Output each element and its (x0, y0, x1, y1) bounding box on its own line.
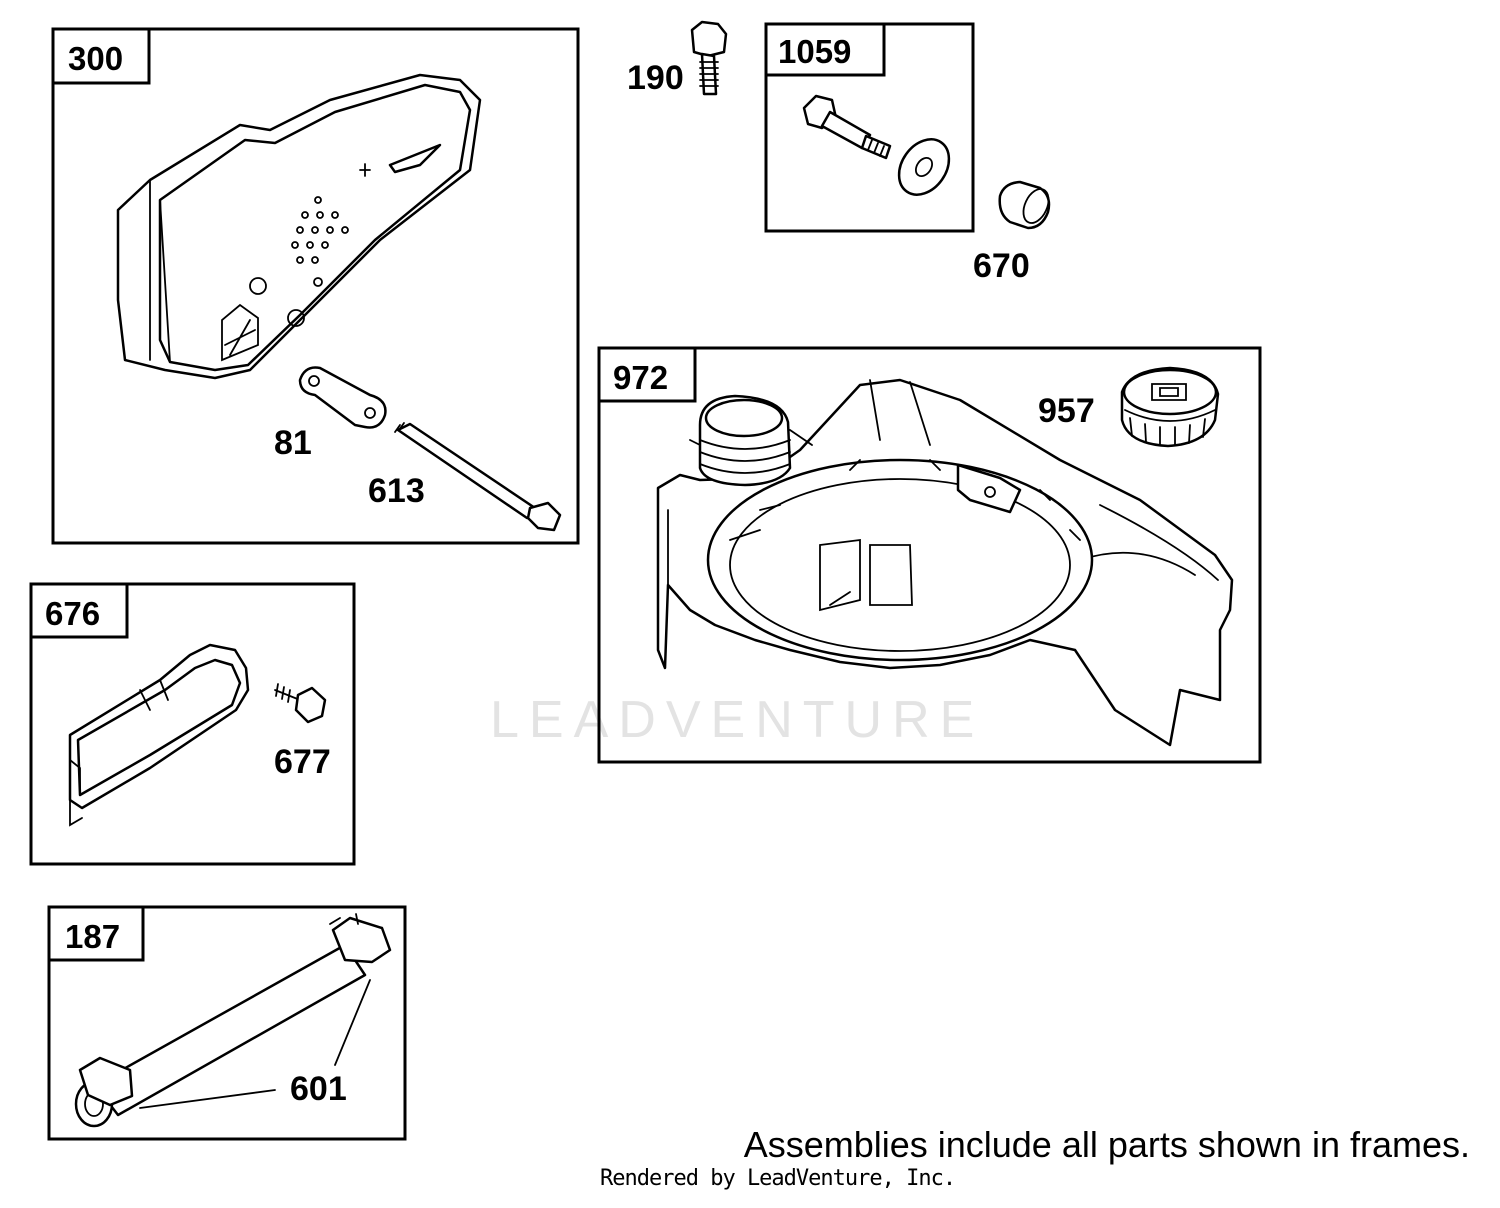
assembly-note: Assemblies include all parts shown in fr… (743, 1124, 1470, 1165)
gasket (298, 366, 387, 429)
fuel-line: 601 (74, 913, 392, 1128)
callout-613: 613 (368, 472, 425, 510)
frame-300-label: 300 (68, 40, 123, 77)
callout-601: 601 (290, 1070, 347, 1108)
frame-972-border (597, 346, 1262, 764)
frame-676-tag (29, 582, 129, 639)
washer (897, 138, 951, 196)
frame-187-tag (47, 905, 145, 962)
frame-676-border (29, 582, 356, 866)
frame-300: 300 (51, 27, 580, 545)
callout-677: 677 (274, 743, 331, 781)
frame-300-tag (51, 27, 151, 85)
watermark: LEADVENTURE (490, 691, 984, 749)
callout-957: 957 (1038, 392, 1095, 430)
frame-972-label: 972 (613, 359, 668, 396)
frame-972: 972 957 (597, 346, 1262, 764)
shoulder-bolt (802, 94, 892, 160)
frame-300-border (51, 27, 580, 545)
muffler (116, 73, 482, 380)
frame-1059: 1059 (764, 22, 975, 233)
frame-676: 676 677 (29, 582, 356, 866)
frame-187-border (47, 905, 407, 1141)
screw-677: 677 (274, 683, 331, 781)
fuel-cap: 957 (1038, 366, 1220, 448)
frame-1059-tag (764, 22, 886, 77)
frame-1059-label: 1059 (778, 33, 851, 70)
callout-670: 670 (973, 247, 1030, 285)
callout-81: 81 (274, 424, 312, 462)
fuel-tank (656, 378, 1234, 747)
frame-187-label: 187 (65, 918, 120, 955)
frame-676-label: 676 (45, 595, 100, 632)
muffler-guard (68, 643, 250, 827)
spacer-670: 670 (973, 180, 1051, 285)
callout-190: 190 (627, 59, 684, 97)
screw-190: 190 (627, 20, 728, 97)
frame-972-tag (597, 346, 697, 403)
frame-187: 187 601 (47, 905, 407, 1141)
bolt (394, 422, 562, 532)
render-credit: Rendered by LeadVenture, Inc. (600, 1166, 956, 1191)
